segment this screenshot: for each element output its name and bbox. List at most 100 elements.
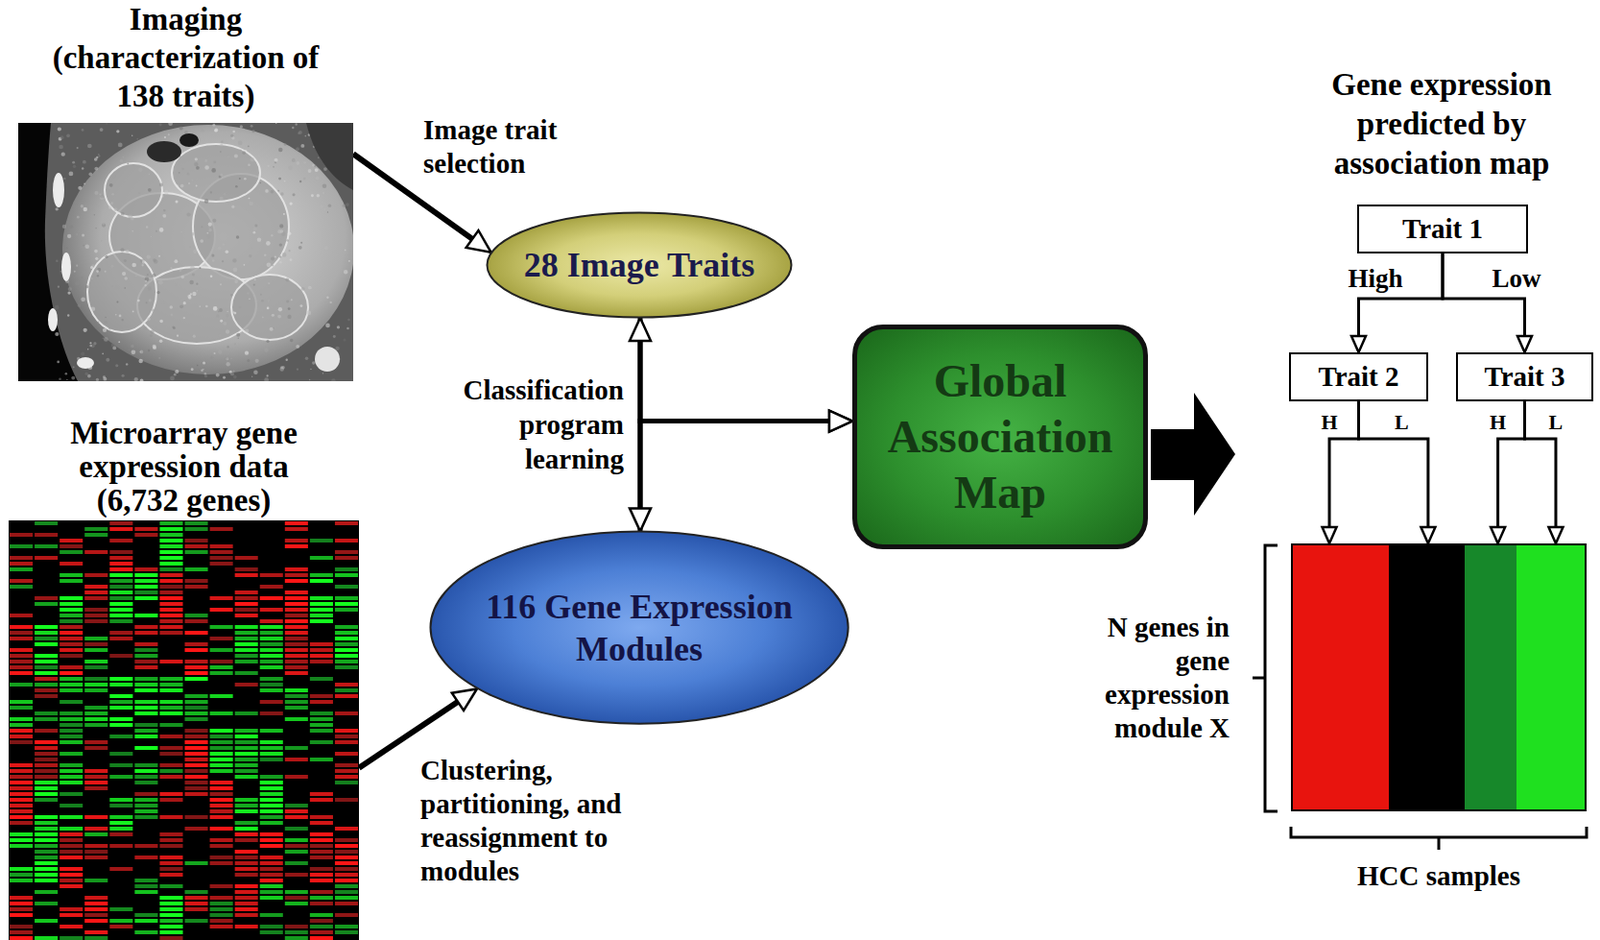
node-label: Trait 3 bbox=[1483, 359, 1565, 394]
ct-speckle bbox=[149, 329, 154, 334]
heatmap-cell bbox=[134, 918, 158, 923]
heatmap-cell bbox=[235, 757, 259, 762]
heatmap-cell bbox=[159, 526, 183, 531]
heatmap-cell bbox=[34, 918, 58, 923]
heatmap-cell bbox=[134, 682, 158, 687]
ct-speckle bbox=[87, 374, 92, 379]
ct-speckle bbox=[143, 284, 146, 287]
heatmap-cell bbox=[159, 722, 183, 727]
ct-tumor-lobe bbox=[87, 251, 157, 333]
heatmap-cell bbox=[310, 642, 334, 646]
ct-speckle bbox=[151, 308, 155, 311]
heatmap-cell bbox=[134, 624, 158, 629]
ct-speckle bbox=[263, 377, 269, 382]
heatmap-cell bbox=[185, 538, 209, 543]
heatmap-cell bbox=[334, 895, 359, 900]
heatmap-cell bbox=[185, 745, 209, 750]
ct-speckle bbox=[95, 378, 99, 382]
heatmap-cell bbox=[109, 567, 133, 572]
ct-rib bbox=[52, 172, 65, 208]
ct-speckle bbox=[176, 334, 179, 337]
heatmap-cell bbox=[34, 814, 58, 819]
heatmap-cell bbox=[84, 647, 108, 652]
ct-speckle bbox=[233, 266, 239, 272]
heatmap-cell bbox=[310, 872, 334, 877]
ct-speckle bbox=[211, 253, 215, 257]
edge-label: Classification program learning bbox=[441, 372, 624, 477]
heatmap-cell bbox=[285, 895, 309, 900]
heatmap-cell bbox=[260, 728, 284, 733]
ct-speckle bbox=[74, 281, 80, 287]
ct-speckle bbox=[125, 362, 128, 365]
heatmap-cell bbox=[9, 895, 33, 900]
ct-speckle bbox=[219, 143, 223, 146]
ct-speckle bbox=[244, 149, 246, 151]
heatmap-cell bbox=[260, 688, 284, 693]
ct-speckle bbox=[112, 345, 117, 350]
heatmap-cell bbox=[260, 837, 284, 842]
heatmap-cell bbox=[159, 866, 183, 871]
ct-speckle bbox=[204, 159, 208, 163]
ct-speckle bbox=[300, 143, 305, 148]
ct-speckle bbox=[253, 284, 256, 287]
ct-speckle bbox=[90, 265, 94, 269]
ct-speckle bbox=[190, 292, 192, 295]
heatmap-cell bbox=[260, 797, 284, 802]
ct-speckle bbox=[238, 337, 239, 339]
heatmap-cell bbox=[285, 826, 309, 831]
heatmap-cell bbox=[334, 889, 359, 894]
heatmap-cell bbox=[285, 619, 309, 623]
heatmap-cell bbox=[159, 532, 183, 537]
ct-background bbox=[18, 122, 354, 382]
heatmap-cell bbox=[235, 590, 259, 595]
ct-speckle bbox=[246, 291, 249, 294]
ct-speckle bbox=[298, 130, 303, 135]
heatmap-cell bbox=[260, 803, 284, 808]
heatmap-cell bbox=[310, 596, 334, 600]
heatmap-cell bbox=[84, 532, 108, 537]
heatmap-cell bbox=[9, 722, 33, 727]
ct-speckle bbox=[87, 348, 89, 350]
edge-label-box: Image trait selection bbox=[423, 113, 606, 181]
heatmap-cell bbox=[159, 607, 183, 612]
heatmap-cell bbox=[134, 711, 158, 716]
ct-speckle bbox=[111, 192, 115, 196]
heatmap-cell bbox=[210, 786, 234, 790]
heatmap-cell bbox=[334, 860, 359, 865]
heatmap-cell bbox=[59, 837, 83, 842]
heatmap-cell bbox=[59, 624, 83, 629]
node-label: Trait 1 bbox=[1402, 212, 1483, 246]
connector bbox=[640, 317, 833, 422]
heatmap-cell bbox=[59, 768, 83, 773]
ct-speckle bbox=[287, 307, 291, 311]
heatmap-cell bbox=[285, 803, 309, 808]
heatmap-cell bbox=[285, 636, 309, 641]
heatmap-cell bbox=[235, 837, 259, 842]
heatmap-cell bbox=[34, 670, 58, 675]
heatmap-cell bbox=[59, 878, 83, 883]
heatmap-cell bbox=[9, 797, 33, 802]
ct-speckle bbox=[102, 328, 107, 333]
ct-speckle bbox=[323, 208, 326, 211]
ct-speckle bbox=[130, 215, 135, 220]
heatmap-cell bbox=[334, 688, 359, 693]
map-box: Global Association Map bbox=[852, 324, 1148, 550]
ct-speckle bbox=[60, 135, 65, 140]
heatmap-cell bbox=[285, 526, 309, 531]
heatmap-cell bbox=[334, 878, 359, 883]
heatmap-cell bbox=[9, 740, 33, 744]
ct-speckle bbox=[238, 177, 241, 180]
heatmap-cell bbox=[134, 722, 158, 727]
heatmap-cell bbox=[9, 647, 33, 652]
ct-speckle bbox=[104, 255, 108, 259]
heatmap-cell bbox=[159, 521, 183, 526]
heatmap-cell bbox=[59, 711, 83, 716]
ct-speckle bbox=[243, 263, 246, 266]
ct-speckle bbox=[162, 230, 168, 236]
heatmap-cell bbox=[235, 728, 259, 733]
heatmap-cell bbox=[159, 578, 183, 583]
heatmap-cell bbox=[84, 716, 108, 721]
heatmap-cell bbox=[334, 682, 359, 687]
heatmap-cell bbox=[59, 814, 83, 819]
ct-speckle bbox=[195, 185, 198, 188]
